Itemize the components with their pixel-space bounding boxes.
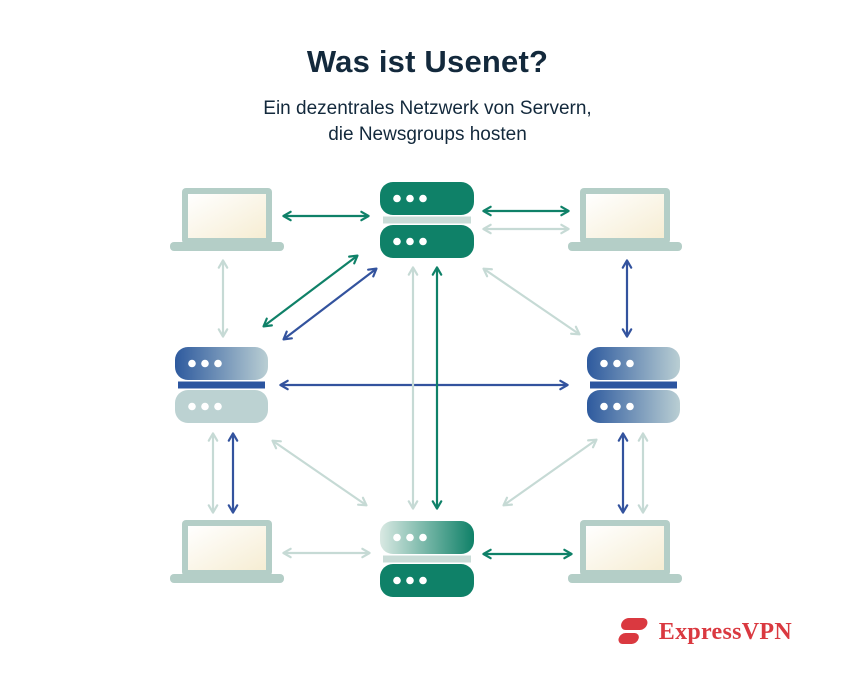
server-unit [380, 225, 474, 258]
laptop-bottom-left [170, 520, 284, 583]
subtitle-line-2: die Newsgroups hosten [328, 124, 527, 145]
server-band [383, 216, 471, 224]
laptop-base [568, 242, 682, 251]
edge-server-left-server-top-green [262, 254, 359, 328]
server-leds [393, 194, 427, 246]
server-leds [188, 359, 222, 411]
server-band [590, 381, 677, 389]
server-unit [380, 182, 474, 215]
server-leds [393, 533, 427, 585]
server-bottom [380, 521, 474, 597]
laptop-base [170, 242, 284, 251]
page-title: Was ist Usenet? [306, 44, 549, 79]
edge-server-right-server-bottom-pale [502, 438, 598, 507]
server-right [587, 347, 680, 423]
laptop-top-right [568, 188, 682, 251]
laptop-screen [188, 526, 266, 570]
server-left [175, 347, 268, 423]
edge-server-left-server-top-navy [282, 267, 378, 341]
laptop-bottom-right [568, 520, 682, 583]
subtitle-line-1: Ein dezentrales Netzwerk von Servern, [263, 98, 592, 119]
edge-server-left-server-bottom-pale [271, 439, 368, 507]
network-edges [207, 205, 649, 560]
laptop-screen [586, 194, 664, 238]
server-band [383, 555, 471, 563]
server-leds [600, 359, 634, 411]
server-top [380, 182, 474, 258]
server-band [178, 381, 265, 389]
brand-logo: ExpressVPN [614, 617, 792, 647]
page-subtitle: Ein dezentrales Netzwerk von Servern, di… [0, 96, 855, 148]
server-unit [380, 564, 474, 597]
edge-server-top-server-right-pale [482, 267, 581, 336]
laptop-screen [586, 526, 664, 570]
header: Was ist Usenet? Ein dezentrales Netzwerk… [0, 0, 855, 148]
expressvpn-icon [618, 618, 648, 644]
brand-wordmark: ExpressVPN [658, 618, 792, 645]
laptop-top-left [170, 188, 284, 251]
laptop-base [568, 574, 682, 583]
laptop-screen [188, 194, 266, 238]
laptop-base [170, 574, 284, 583]
server-unit [380, 521, 474, 554]
